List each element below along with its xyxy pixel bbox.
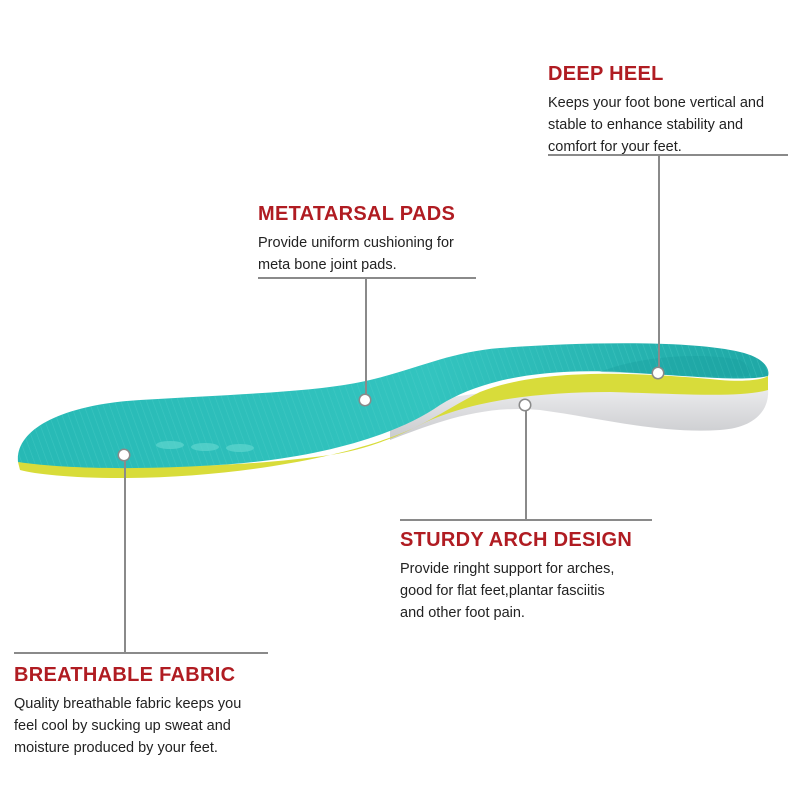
metatarsal-pads-leader [365,278,367,395]
sturdy-arch-rule [400,519,652,521]
metatarsal-pads-marker [360,395,370,405]
sturdy-arch-leader [525,410,527,520]
callout-deep-heel: DEEP HEEL Keeps your foot bone vertical … [548,62,764,158]
breathable-fabric-rule [14,652,268,654]
deep-heel-rule [548,154,788,156]
callout-breathable-fabric: BREATHABLE FABRIC Quality breathable fab… [14,663,241,759]
deep-heel-leader [658,155,660,368]
deep-heel-marker [653,368,663,378]
deep-heel-description: Keeps your foot bone vertical and stable… [548,95,765,155]
sturdy-arch-description: Provide ringht support for arches, good … [400,561,615,621]
breathable-fabric-leader [124,460,126,653]
breathable-fabric-description: Quality breathable fabric keeps you feel… [14,696,242,756]
forefoot-marks [156,441,254,452]
breathable-fabric-marker [119,450,129,460]
heel-cup [600,356,750,377]
callout-sturdy-arch-design: STURDY ARCH DESIGN Provide ringht suppor… [400,528,632,624]
callout-metatarsal-pads: METATARSAL PADS Provide uniform cushioni… [258,202,455,276]
metatarsal-pads-title: METATARSAL PADS [258,203,456,225]
metatarsal-pads-rule [258,277,476,279]
sturdy-arch-title: STURDY ARCH DESIGN [400,529,633,551]
metatarsal-pads-description: Provide uniform cushioning for meta bone… [258,235,454,273]
sturdy-arch-marker [520,400,530,410]
deep-heel-title: DEEP HEEL [548,63,664,85]
breathable-fabric-title: BREATHABLE FABRIC [14,664,236,686]
